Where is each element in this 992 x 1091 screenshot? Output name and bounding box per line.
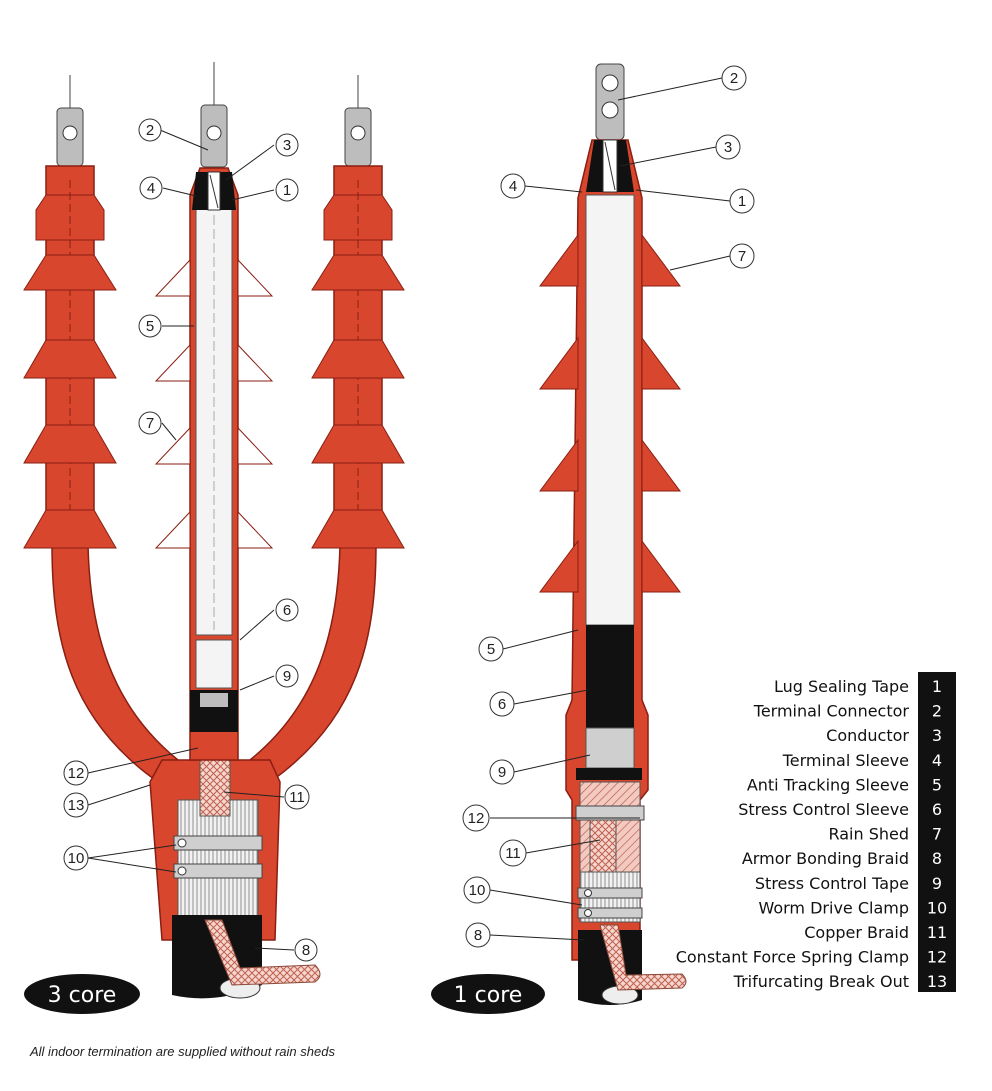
phase-right	[311, 75, 405, 549]
svg-text:4: 4	[509, 178, 517, 195]
phase-left	[23, 75, 117, 549]
svg-text:8: 8	[474, 927, 482, 944]
breakout-arm-left	[51, 544, 180, 783]
legend-label-4: Terminal Sleeve	[782, 751, 909, 770]
legend-label-5: Anti Tracking Sleeve	[747, 775, 909, 794]
svg-text:10: 10	[469, 882, 486, 899]
one-core-pill: 1 core	[431, 974, 545, 1014]
callout-1core-6: 6	[489, 691, 515, 717]
svg-text:9: 9	[283, 668, 291, 685]
callout-1core-3: 3	[715, 134, 741, 160]
callouts-1core: 2 3 4 1 7 5 6 9 12 11 10 8	[462, 65, 755, 948]
armor-bonding-braid-3core	[204, 919, 321, 986]
callout-1core-12: 12	[462, 804, 490, 832]
legend-label-13: Trifurcating Break Out	[733, 972, 909, 991]
legend-label-11: Copper Braid	[804, 923, 909, 942]
legend-label-10: Worm Drive Clamp	[758, 898, 909, 917]
one-core-termination: 2 3 4 1 7 5 6 9 12 11 10 8 1 core	[431, 63, 755, 1014]
legend-label-6: Stress Control Sleeve	[738, 800, 909, 819]
callout-1core-4: 4	[500, 173, 526, 199]
legend-label-1: Lug Sealing Tape	[774, 677, 909, 696]
legend-number-13: 13	[927, 972, 947, 991]
legend-number-9: 9	[932, 874, 942, 893]
svg-text:12: 12	[68, 765, 85, 782]
callout-1core-10: 10	[463, 876, 491, 904]
svg-text:10: 10	[68, 850, 85, 867]
callout-3core-13: 13	[63, 792, 89, 818]
svg-text:6: 6	[283, 602, 291, 619]
svg-text:3: 3	[283, 137, 291, 154]
legend-number-7: 7	[932, 825, 942, 844]
svg-text:11: 11	[289, 789, 305, 806]
footnote: All indoor termination are supplied with…	[30, 1044, 335, 1059]
svg-text:12: 12	[468, 810, 485, 827]
legend-number-5: 5	[932, 775, 942, 794]
svg-text:2: 2	[730, 70, 738, 87]
legend-number-12: 12	[927, 948, 947, 967]
callout-3core-11: 11	[284, 784, 310, 810]
legend-number-3: 3	[932, 726, 942, 745]
legend-number-1: 1	[932, 677, 942, 696]
svg-text:3: 3	[724, 139, 732, 156]
legend-number-4: 4	[932, 751, 942, 770]
svg-text:1: 1	[283, 182, 291, 199]
svg-text:6: 6	[498, 696, 506, 713]
callout-1core-9: 9	[489, 759, 515, 785]
legend-number-8: 8	[932, 849, 942, 868]
legend-label-7: Rain Shed	[828, 825, 909, 844]
callout-3core-9: 9	[275, 664, 299, 688]
svg-text:2: 2	[146, 122, 154, 139]
callout-3core-10: 10	[63, 845, 89, 871]
callout-3core-12: 12	[63, 760, 89, 786]
callout-1core-7: 7	[729, 243, 755, 269]
legend-number-2: 2	[932, 702, 942, 721]
callout-1core-5: 5	[478, 636, 504, 662]
legend-label-2: Terminal Connector	[753, 702, 910, 721]
callout-3core-7: 7	[138, 411, 162, 435]
three-core-pill: 3 core	[24, 974, 140, 1014]
three-core-termination: 2 3 4 1 5 7 6 9 12 13 11 10 8 3 core	[23, 62, 405, 1014]
svg-text:7: 7	[146, 415, 154, 432]
svg-text:11: 11	[505, 845, 521, 862]
svg-text:5: 5	[146, 318, 154, 335]
callout-3core-8: 8	[294, 938, 318, 962]
phase-center-cutaway	[154, 62, 274, 761]
legend-label-8: Armor Bonding Braid	[742, 849, 909, 868]
legend-label-3: Conductor	[826, 726, 909, 745]
svg-text:4: 4	[147, 180, 155, 197]
callout-3core-6: 6	[275, 598, 299, 622]
svg-text:8: 8	[302, 942, 310, 959]
legend-label-9: Stress Control Tape	[755, 874, 909, 893]
svg-text:7: 7	[738, 248, 746, 265]
callout-3core-5: 5	[138, 314, 162, 338]
legend-label-12: Constant Force Spring Clamp	[676, 948, 909, 967]
svg-text:5: 5	[487, 641, 495, 658]
callout-3core-1: 1	[275, 178, 299, 202]
breakout-arm-right	[248, 544, 377, 783]
callout-3core-2: 2	[138, 118, 162, 142]
callout-1core-2: 2	[721, 65, 747, 91]
svg-text:3 core: 3 core	[48, 983, 117, 1008]
callout-3core-4: 4	[139, 176, 163, 200]
callout-1core-8: 8	[465, 922, 491, 948]
svg-text:13: 13	[68, 797, 85, 814]
svg-text:9: 9	[498, 764, 506, 781]
callouts-3core: 2 3 4 1 5 7 6 9 12 13 11 10 8	[63, 118, 318, 962]
callout-3core-3: 3	[275, 133, 299, 157]
legend-number-11: 11	[927, 923, 947, 942]
legend-number-6: 6	[932, 800, 942, 819]
callout-1core-11: 11	[499, 839, 527, 867]
svg-text:1: 1	[738, 193, 746, 210]
callout-1core-1: 1	[729, 188, 755, 214]
legend-number-10: 10	[927, 898, 947, 917]
svg-text:1 core: 1 core	[454, 983, 523, 1008]
